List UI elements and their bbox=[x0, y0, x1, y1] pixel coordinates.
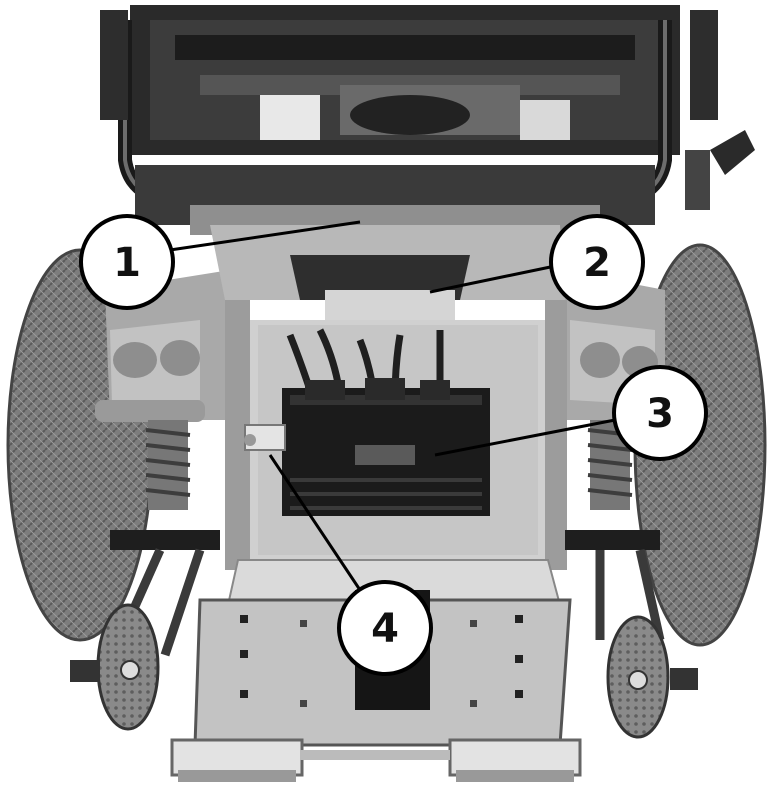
leader-line-3 bbox=[434, 418, 616, 457]
callout-label-3: 3 bbox=[646, 391, 674, 437]
callout-label-2: 2 bbox=[583, 240, 611, 286]
leader-line-2 bbox=[429, 263, 561, 294]
mounting-bracket bbox=[244, 424, 286, 451]
callout-circle-2 bbox=[549, 214, 645, 310]
callout-circle-1 bbox=[79, 214, 175, 310]
callout-1: 1 bbox=[79, 214, 175, 310]
leader-line-1 bbox=[169, 220, 361, 252]
controller-module bbox=[282, 378, 490, 516]
callout-2: 2 bbox=[549, 214, 645, 310]
callout-circle-4 bbox=[337, 580, 433, 676]
callout-leader-lines bbox=[169, 220, 616, 591]
suspension-left bbox=[95, 400, 220, 550]
left-caster-wheel bbox=[70, 603, 160, 731]
callout-label-1: 1 bbox=[113, 240, 141, 286]
front-bumpers bbox=[170, 738, 582, 782]
leader-line-4 bbox=[268, 454, 362, 591]
seat-frame bbox=[100, 5, 755, 210]
right-caster-wheel bbox=[606, 615, 698, 739]
callout-4: 4 bbox=[337, 580, 433, 676]
callout-label-4: 4 bbox=[371, 606, 399, 652]
callout-3: 3 bbox=[612, 365, 708, 461]
callout-circle-3 bbox=[612, 365, 708, 461]
